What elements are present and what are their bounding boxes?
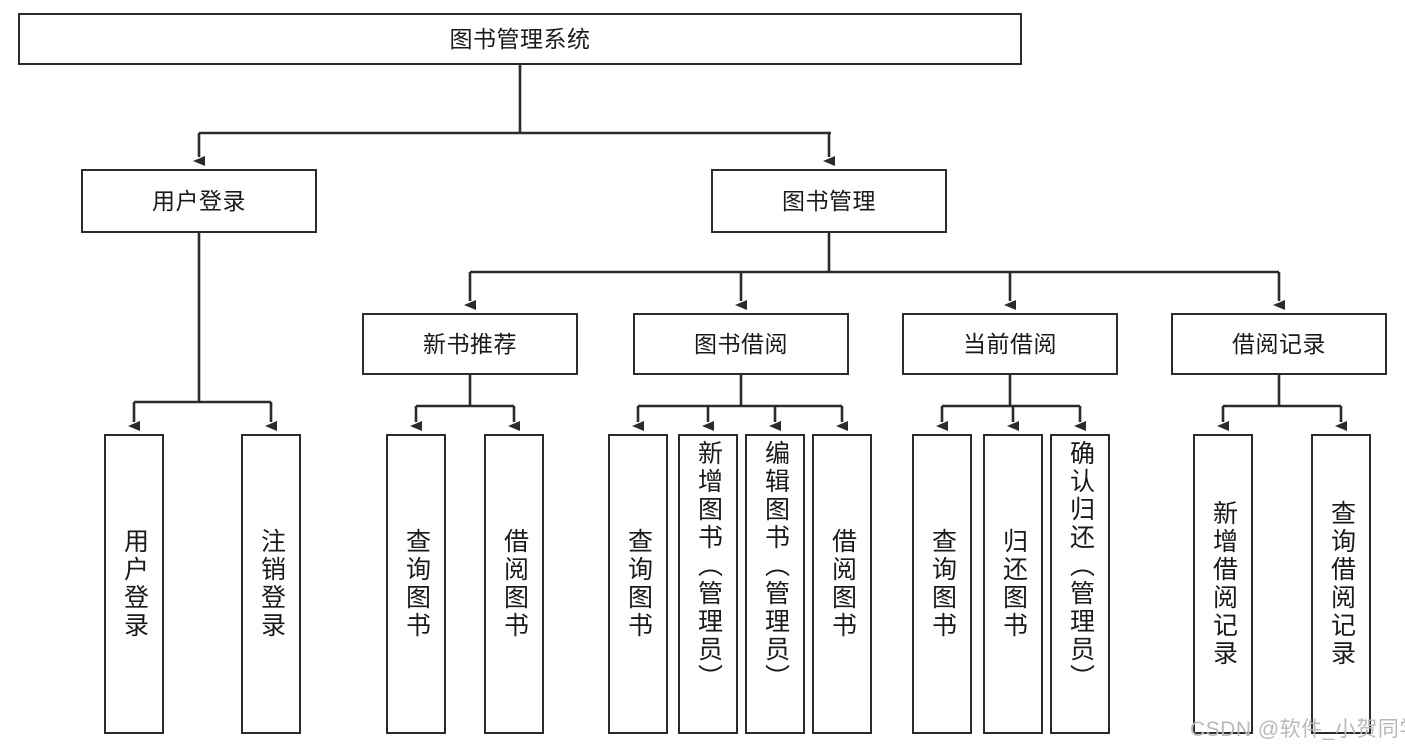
node-leaf-query-book-1-label: 查询图书 [402, 528, 431, 640]
node-leaf-return-book[interactable]: 归还图书 [983, 434, 1043, 734]
node-book-borrow-label: 图书借阅 [694, 330, 788, 357]
node-borrow-record-label: 借阅记录 [1232, 330, 1326, 357]
node-leaf-borrow-book-2[interactable]: 借阅图书 [812, 434, 872, 734]
node-leaf-query-book-1[interactable]: 查询图书 [386, 434, 446, 734]
node-root[interactable]: 图书管理系统 [18, 13, 1022, 65]
node-leaf-query-book-2[interactable]: 查询图书 [608, 434, 668, 734]
node-leaf-confirm-return-admin-label: 确认归还（管理员） [1066, 440, 1095, 692]
node-leaf-add-book-admin-label: 新增图书（管理员） [694, 440, 723, 692]
node-leaf-borrow-book-1[interactable]: 借阅图书 [484, 434, 544, 734]
node-leaf-user-login-label: 用户登录 [120, 528, 149, 640]
node-leaf-add-borrow-record[interactable]: 新增借阅记录 [1193, 434, 1253, 734]
node-leaf-add-borrow-record-label: 新增借阅记录 [1209, 500, 1238, 668]
node-leaf-user-login[interactable]: 用户登录 [104, 434, 164, 734]
node-current-borrow-label: 当前借阅 [963, 330, 1057, 357]
node-current-borrow[interactable]: 当前借阅 [902, 313, 1118, 375]
node-book-management-label: 图书管理 [782, 187, 876, 214]
node-leaf-borrow-book-1-label: 借阅图书 [500, 528, 529, 640]
node-book-borrow[interactable]: 图书借阅 [633, 313, 849, 375]
node-leaf-return-book-label: 归还图书 [999, 528, 1028, 640]
node-leaf-query-book-2-label: 查询图书 [624, 528, 653, 640]
node-leaf-logout[interactable]: 注销登录 [241, 434, 301, 734]
node-root-label: 图书管理系统 [449, 25, 591, 52]
node-leaf-edit-book-admin-label: 编辑图书（管理员） [761, 440, 790, 692]
node-leaf-logout-label: 注销登录 [257, 528, 286, 640]
node-new-book-recommend[interactable]: 新书推荐 [362, 313, 578, 375]
node-user-login-label: 用户登录 [152, 187, 246, 214]
node-leaf-add-book-admin[interactable]: 新增图书（管理员） [678, 434, 738, 734]
node-leaf-edit-book-admin[interactable]: 编辑图书（管理员） [745, 434, 805, 734]
node-book-management[interactable]: 图书管理 [711, 169, 947, 233]
watermark: CSDN @软件_小贺同学 [1190, 718, 1405, 741]
node-borrow-record[interactable]: 借阅记录 [1171, 313, 1387, 375]
node-leaf-borrow-book-2-label: 借阅图书 [828, 528, 857, 640]
node-new-book-recommend-label: 新书推荐 [423, 330, 517, 357]
node-user-login[interactable]: 用户登录 [81, 169, 317, 233]
node-leaf-query-book-3-label: 查询图书 [928, 528, 957, 640]
node-leaf-query-borrow-record[interactable]: 查询借阅记录 [1311, 434, 1371, 734]
node-leaf-confirm-return-admin[interactable]: 确认归还（管理员） [1050, 434, 1110, 734]
node-leaf-query-book-3[interactable]: 查询图书 [912, 434, 972, 734]
node-leaf-query-borrow-record-label: 查询借阅记录 [1327, 500, 1356, 668]
